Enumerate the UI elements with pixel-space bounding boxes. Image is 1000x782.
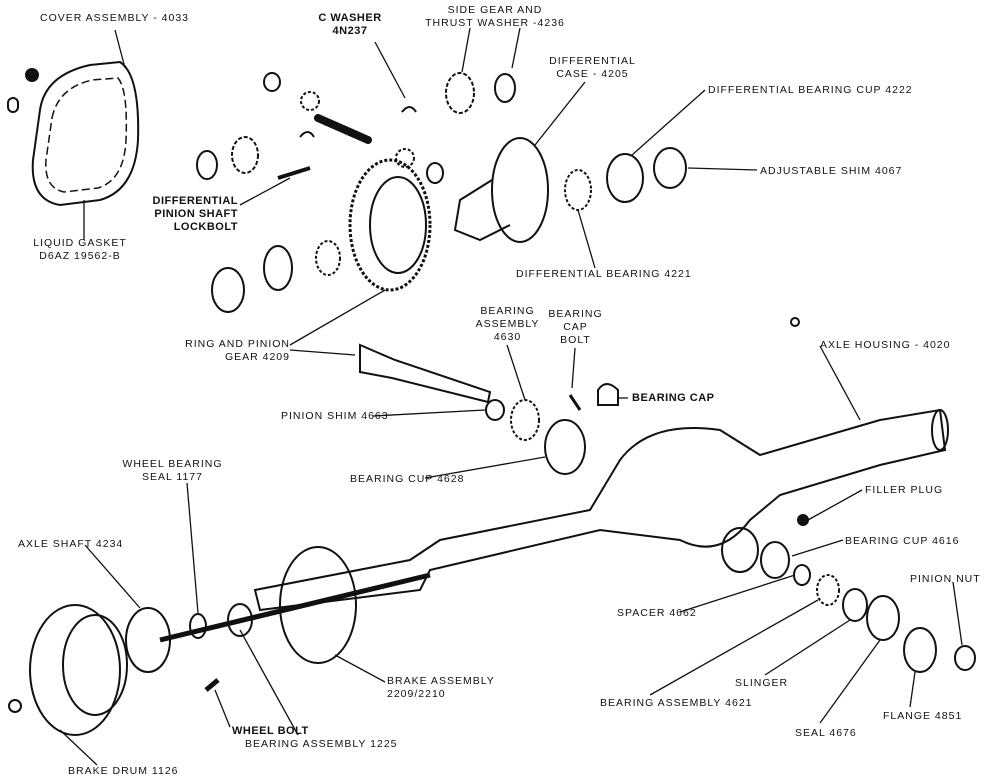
- slinger: [842, 588, 868, 622]
- label-differential-bearing: DIFFERENTIAL BEARING 4221: [516, 268, 692, 280]
- label-line: 4N237: [332, 25, 368, 37]
- label-line: 2209/2210: [387, 688, 446, 700]
- label-line: 4630: [493, 331, 522, 343]
- label-line: BOLT: [560, 334, 591, 346]
- label-line: C WASHER: [318, 12, 382, 24]
- label-line: GEAR 4209: [224, 351, 290, 363]
- wheel-bolt: [204, 678, 220, 692]
- c-washer: [299, 131, 315, 138]
- label-line: SIDE GEAR AND: [447, 4, 543, 16]
- label-line: SEAL 1177: [142, 471, 203, 483]
- bearing-cup: [211, 267, 245, 313]
- differential-case: [491, 137, 549, 243]
- label-brake-drum: BRAKE DRUM 1126: [68, 765, 179, 777]
- label-bearing-assembly-1225: BEARING ASSEMBLY 1225: [245, 738, 398, 750]
- pinion-bore: [721, 527, 759, 573]
- differential-bearing: [564, 169, 592, 211]
- label-line: CASE - 4205: [556, 68, 629, 80]
- label-bearing-cap: BEARING CAP: [632, 392, 715, 404]
- cover-assembly: [31, 60, 140, 207]
- pinion-shaft: [314, 114, 372, 144]
- brake-backing-plate: [279, 546, 357, 664]
- label-slinger: SLINGER: [735, 677, 789, 689]
- side-gear: [231, 136, 259, 174]
- label-adjustable-shim: ADJUSTABLE SHIM 4067: [760, 165, 903, 177]
- label-line: DIFFERENTIAL: [152, 195, 238, 207]
- wheel-bearing: [227, 603, 253, 637]
- label-line: RING AND PINION: [185, 338, 290, 350]
- label-line: WHEEL BEARING: [122, 458, 223, 470]
- brake-drum: [29, 604, 121, 736]
- c-washer-2: [401, 106, 417, 113]
- label-line: BEARING: [480, 305, 535, 317]
- label-spacer: SPACER 4662: [617, 607, 697, 619]
- pinion-nut: [954, 645, 976, 671]
- label-cover-assembly: COVER ASSEMBLY - 4033: [40, 12, 190, 24]
- label-line: ASSEMBLY: [475, 318, 540, 330]
- bearing-cup-4616: [760, 541, 790, 579]
- label-line: BRAKE ASSEMBLY: [387, 675, 495, 687]
- label-line: CAP: [563, 321, 588, 333]
- bearing-cup-4628: [544, 419, 586, 475]
- label-diff-bearing-cup: DIFFERENTIAL BEARING CUP 4222: [708, 84, 913, 96]
- spacer: [793, 564, 811, 586]
- leader-lines: [59, 27, 963, 766]
- label-line: D6AZ 19562-B: [39, 250, 121, 262]
- bearing-cap: [597, 383, 619, 406]
- lug-nut: [8, 699, 22, 713]
- label-filler-plug: FILLER PLUG: [865, 484, 944, 496]
- label-wheel-bolt: WHEEL BOLT: [232, 725, 309, 737]
- label-pinion-nut: PINION NUT: [910, 573, 981, 585]
- label-line: THRUST WASHER -4236: [425, 17, 565, 29]
- label-line: PINION SHAFT: [154, 208, 238, 220]
- filler-plug: [797, 514, 809, 526]
- vent: [790, 317, 800, 327]
- cover-bolt: [25, 68, 39, 82]
- label-pinion-shim: PINION SHIM 4663: [281, 410, 389, 422]
- label-flange: FLANGE 4851: [883, 710, 963, 722]
- label-bearing-assembly-4621: BEARING ASSEMBLY 4621: [600, 697, 753, 709]
- label-bearing-cup-4616: BEARING CUP 4616: [845, 535, 960, 547]
- side-gear-2: [445, 72, 475, 114]
- pinion-shim: [485, 399, 505, 421]
- differential-bearing-cup: [606, 153, 644, 203]
- label-line: BEARING: [548, 308, 603, 320]
- label-line: DIFFERENTIAL: [549, 55, 636, 67]
- adjustable-shim: [653, 147, 687, 189]
- seal-4676: [866, 595, 900, 641]
- axle-housing: [253, 408, 947, 612]
- thrust-washer: [263, 72, 281, 92]
- axle-flange: [125, 607, 171, 673]
- pinion-gear: [300, 91, 320, 111]
- lockbolt: [277, 166, 311, 180]
- label-axle-shaft: AXLE SHAFT 4234: [18, 538, 124, 550]
- drive-pinion: [359, 343, 492, 404]
- ring-gear: [348, 158, 432, 292]
- label-line: LOCKBOLT: [173, 221, 238, 233]
- pinion-bearing: [510, 399, 540, 441]
- axle-shaft: [159, 572, 431, 643]
- label-bearing-cup-4628: BEARING CUP 4628: [350, 473, 465, 485]
- bearing-4621: [816, 574, 840, 606]
- label-line: LIQUID GASKET: [33, 237, 127, 249]
- label-seal: SEAL 4676: [795, 727, 857, 739]
- label-axle-housing: AXLE HOUSING - 4020: [820, 339, 951, 351]
- flange: [903, 627, 937, 673]
- cover-clip: [7, 97, 19, 113]
- bearing-cap-bolt: [568, 394, 582, 411]
- wheel-bearing-seal: [189, 613, 207, 639]
